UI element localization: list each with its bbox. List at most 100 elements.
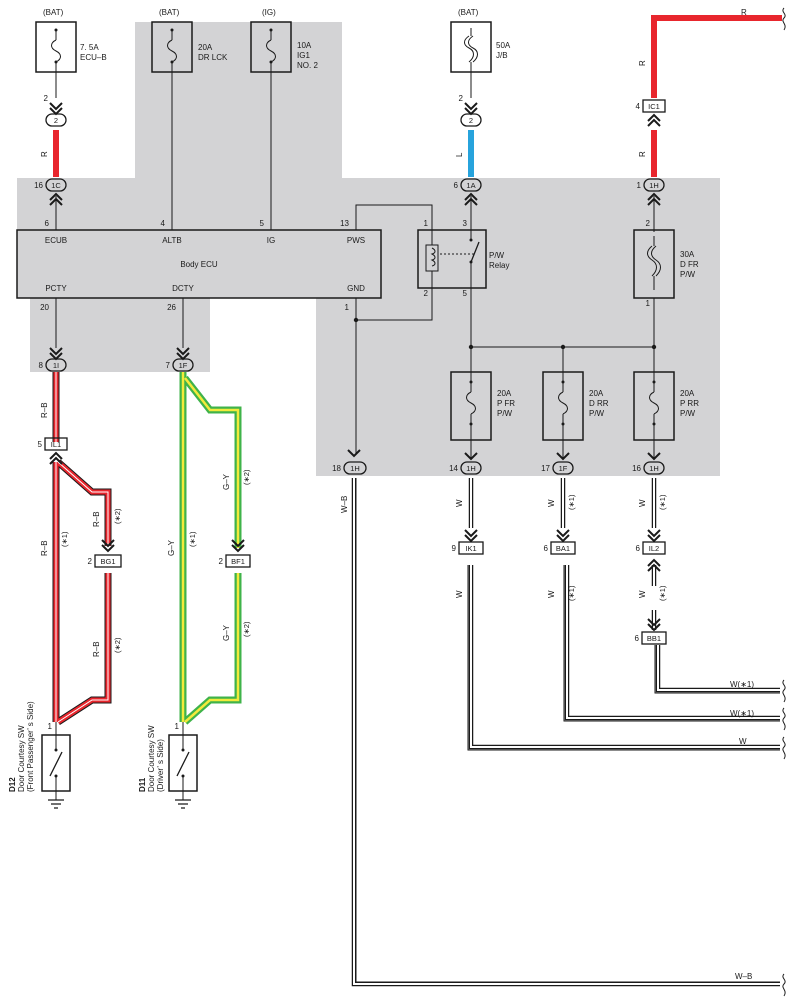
wire-label: R (638, 151, 647, 157)
wire-note: (∗1) (60, 531, 69, 547)
connector-ba1 (550, 529, 576, 555)
junction-dots (353, 317, 657, 350)
pin-number: 6 (635, 634, 640, 643)
fuse-name: IG1 (297, 51, 310, 60)
wire-label: W(∗1) (730, 709, 754, 718)
relay-pin: 1 (424, 219, 429, 228)
pin-number: 2 (44, 94, 49, 103)
wire-label: W (547, 590, 556, 598)
fuse-ig1 (250, 21, 292, 73)
ecu-pin-pcty: PCTY (45, 284, 67, 293)
connector-label: IL1 (51, 440, 61, 449)
ecu-pin-ecub: ECUB (45, 236, 67, 245)
pin-number: 8 (39, 361, 44, 370)
connector-label: BB1 (647, 634, 661, 643)
wire-label: W(∗1) (730, 680, 754, 689)
ecu-pin-no: 26 (167, 303, 176, 312)
fuse-pfr (450, 371, 492, 441)
white-wires (351, 478, 780, 987)
pin-number: 2 (459, 94, 464, 103)
continuation-marks (782, 7, 786, 997)
relay-pin: 5 (463, 289, 468, 298)
wire-label: W (455, 590, 464, 598)
fuse-rating: 20A (198, 43, 213, 52)
wire-note: (∗2) (242, 621, 251, 637)
connector-label: IL2 (649, 544, 659, 553)
wire-label: R (741, 8, 747, 17)
pin-number: 9 (452, 544, 457, 553)
shaded-regions (17, 22, 720, 476)
pin-number: 5 (38, 440, 43, 449)
relay-pin: 2 (424, 289, 429, 298)
connector-label: BA1 (556, 544, 570, 553)
wire-note: (∗1) (658, 585, 667, 601)
connector-2b (460, 102, 482, 127)
fuse-drlck (151, 21, 193, 73)
fuse-ecub (35, 21, 77, 73)
wire-label: R (638, 60, 647, 66)
fuse-drr (542, 371, 584, 441)
switch-d11 (168, 722, 198, 809)
connector-label: 1A (466, 181, 475, 190)
switch-name: (Driver’ s Side) (156, 739, 165, 792)
connector-pills (44, 99, 667, 645)
fuse-pin: 2 (646, 219, 651, 228)
ecu-pin-altb: ALTB (162, 236, 181, 245)
source-label: (BAT) (159, 8, 180, 17)
fuse-name: DR LCK (198, 53, 228, 62)
fuse-prr (633, 371, 675, 441)
fuse-name: D RR (589, 399, 609, 408)
pin-number: 14 (449, 464, 458, 473)
pin-number: 6 (636, 544, 641, 553)
connector-1h-b (460, 452, 482, 475)
connector-1a (460, 178, 482, 206)
pin-number: 16 (34, 181, 43, 190)
switch-name: Door Courtesy SW (17, 725, 26, 792)
connector-2a (45, 102, 67, 127)
connector-1f-b (552, 452, 574, 475)
switch-d12 (41, 722, 71, 809)
fuse-rating: 20A (589, 389, 604, 398)
switch-name: (Front Passenger’ s Side) (26, 701, 35, 792)
connector-ic1 (642, 99, 666, 127)
connector-label: 1H (649, 464, 659, 473)
body-ecu (16, 229, 382, 299)
pin-number: 6 (544, 544, 549, 553)
relay-pin: 3 (463, 219, 468, 228)
connector-label: 1F (559, 464, 568, 473)
wire-label: R–B (92, 511, 101, 527)
connector-ik1 (458, 529, 484, 555)
pin-number: 18 (332, 464, 341, 473)
pin-number: 16 (632, 464, 641, 473)
wire-note: (∗2) (113, 508, 122, 524)
wire-label: W–B (340, 496, 349, 513)
connector-1h-a (343, 449, 367, 475)
switch-name: Door Courtesy SW (147, 725, 156, 792)
connector-label: 1F (179, 361, 188, 370)
wire-label: R–B (40, 402, 49, 418)
connector-label: 1I (53, 361, 59, 370)
fuse-rating: 20A (497, 389, 512, 398)
connector-bb1 (641, 618, 667, 645)
ecu-pin-no: 5 (260, 219, 265, 228)
wire-label: G–Y (222, 624, 231, 641)
pin-number: 1 (48, 722, 53, 731)
connector-il2 (642, 529, 666, 572)
connector-label: IK1 (465, 544, 476, 553)
fuse-rating: 10A (297, 41, 312, 50)
connector-1h-c (643, 452, 665, 475)
ecu-pin-no: 1 (345, 303, 350, 312)
connector-label: BG1 (100, 557, 115, 566)
connector-1i (45, 347, 67, 372)
wire-note: (∗1) (658, 494, 667, 510)
fuse-name: J/B (496, 51, 508, 60)
wire-label: W (638, 499, 647, 507)
relay-name: P/W (489, 251, 505, 260)
ecu-pin-no: 20 (40, 303, 49, 312)
connector-1h-top (643, 178, 665, 206)
wire-label: G–Y (167, 539, 176, 556)
wire-label: W (547, 499, 556, 507)
wire-label: W (739, 737, 747, 746)
wire-label: L (455, 152, 464, 157)
